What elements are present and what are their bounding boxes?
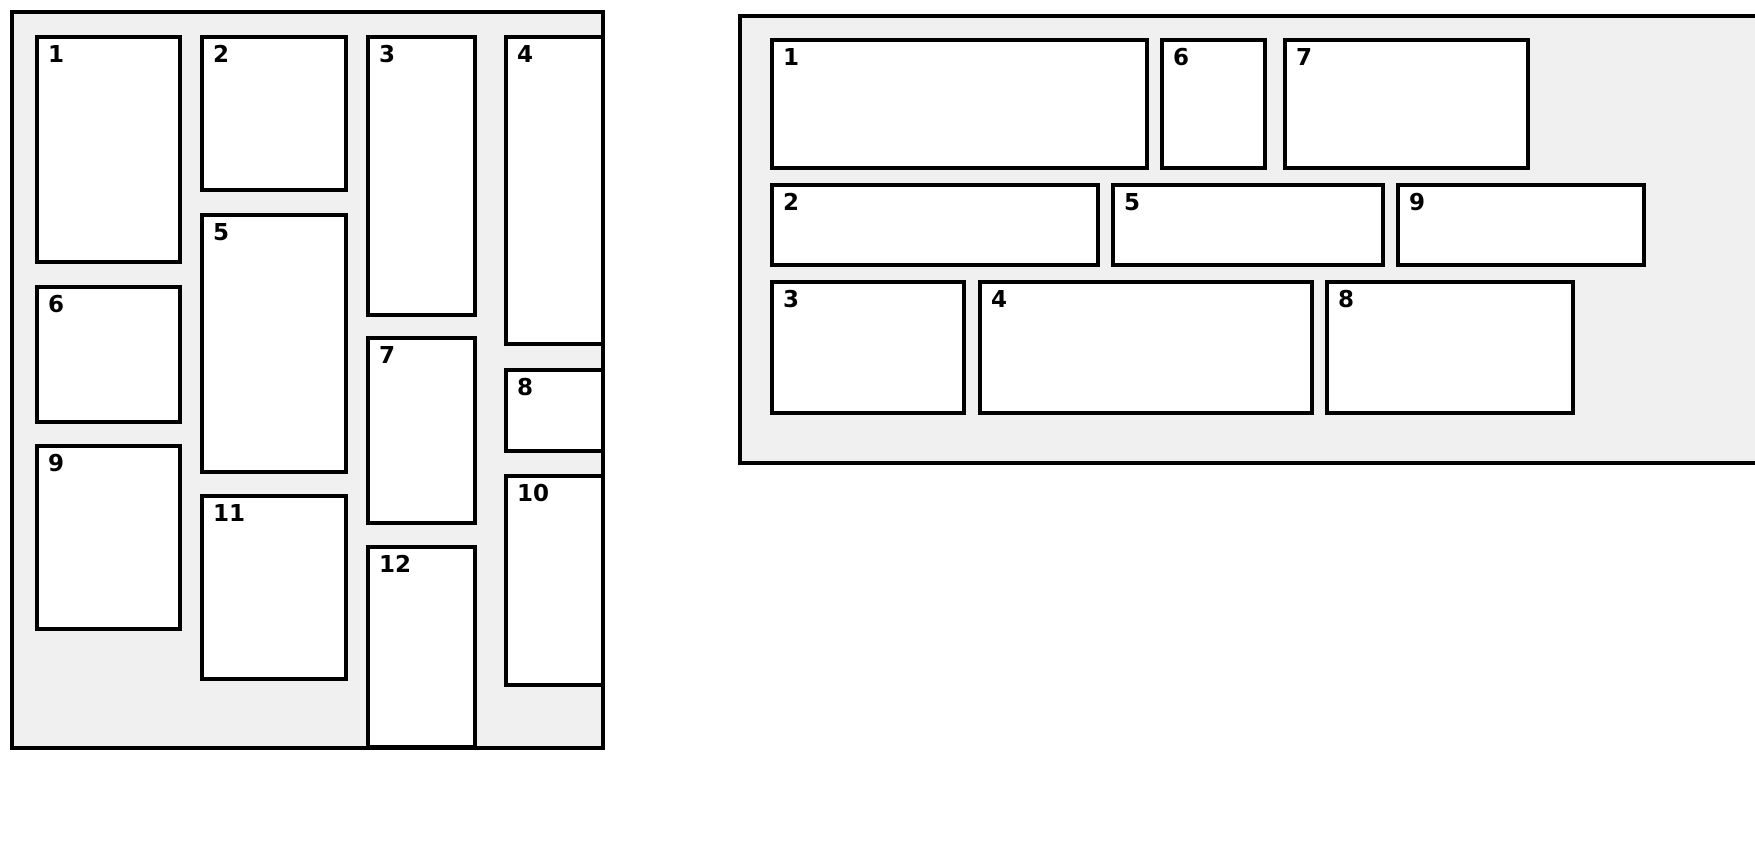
item-label: 7 bbox=[1296, 45, 1313, 71]
packed-item[interactable]: 12 bbox=[366, 545, 477, 749]
packed-item[interactable]: 5 bbox=[200, 213, 348, 474]
packed-item[interactable]: 1 bbox=[770, 38, 1149, 170]
packed-item[interactable]: 9 bbox=[1396, 183, 1646, 267]
packed-item[interactable]: 6 bbox=[35, 285, 182, 424]
packed-item[interactable]: 10 bbox=[504, 474, 605, 687]
item-label: 12 bbox=[379, 552, 412, 578]
item-label: 5 bbox=[1124, 190, 1141, 216]
packed-item[interactable]: 3 bbox=[366, 35, 477, 317]
item-label: 3 bbox=[783, 287, 800, 313]
packed-item[interactable]: 8 bbox=[1325, 280, 1575, 415]
item-label: 10 bbox=[517, 481, 550, 507]
item-label: 1 bbox=[48, 42, 65, 68]
packed-item[interactable]: 3 bbox=[770, 280, 966, 415]
item-label: 4 bbox=[517, 42, 534, 68]
item-label: 2 bbox=[783, 190, 800, 216]
item-label: 5 bbox=[213, 220, 230, 246]
packed-item[interactable]: 8 bbox=[504, 368, 605, 453]
item-label: 7 bbox=[379, 343, 396, 369]
item-label: 6 bbox=[48, 292, 65, 318]
item-label: 9 bbox=[48, 451, 65, 477]
packed-item[interactable]: 2 bbox=[200, 35, 348, 192]
packed-item[interactable]: 9 bbox=[35, 444, 182, 631]
item-label: 11 bbox=[213, 501, 246, 527]
packed-item[interactable]: 7 bbox=[366, 336, 477, 525]
packed-item[interactable]: 7 bbox=[1283, 38, 1530, 170]
bin-right-bin: 1 6 7 2 5 9 3 4 8 bbox=[738, 14, 1755, 465]
item-label: 8 bbox=[517, 375, 534, 401]
packed-item[interactable]: 4 bbox=[504, 35, 605, 346]
item-label: 1 bbox=[783, 45, 800, 71]
packed-item[interactable]: 11 bbox=[200, 494, 348, 681]
item-label: 9 bbox=[1409, 190, 1426, 216]
packed-item[interactable]: 6 bbox=[1160, 38, 1267, 170]
item-label: 3 bbox=[379, 42, 396, 68]
packed-item[interactable]: 2 bbox=[770, 183, 1100, 267]
packed-item[interactable]: 1 bbox=[35, 35, 182, 264]
packed-item[interactable]: 4 bbox=[978, 280, 1314, 415]
item-label: 2 bbox=[213, 42, 230, 68]
item-label: 8 bbox=[1338, 287, 1355, 313]
item-label: 4 bbox=[991, 287, 1008, 313]
packed-item[interactable]: 5 bbox=[1111, 183, 1385, 267]
item-label: 6 bbox=[1173, 45, 1190, 71]
